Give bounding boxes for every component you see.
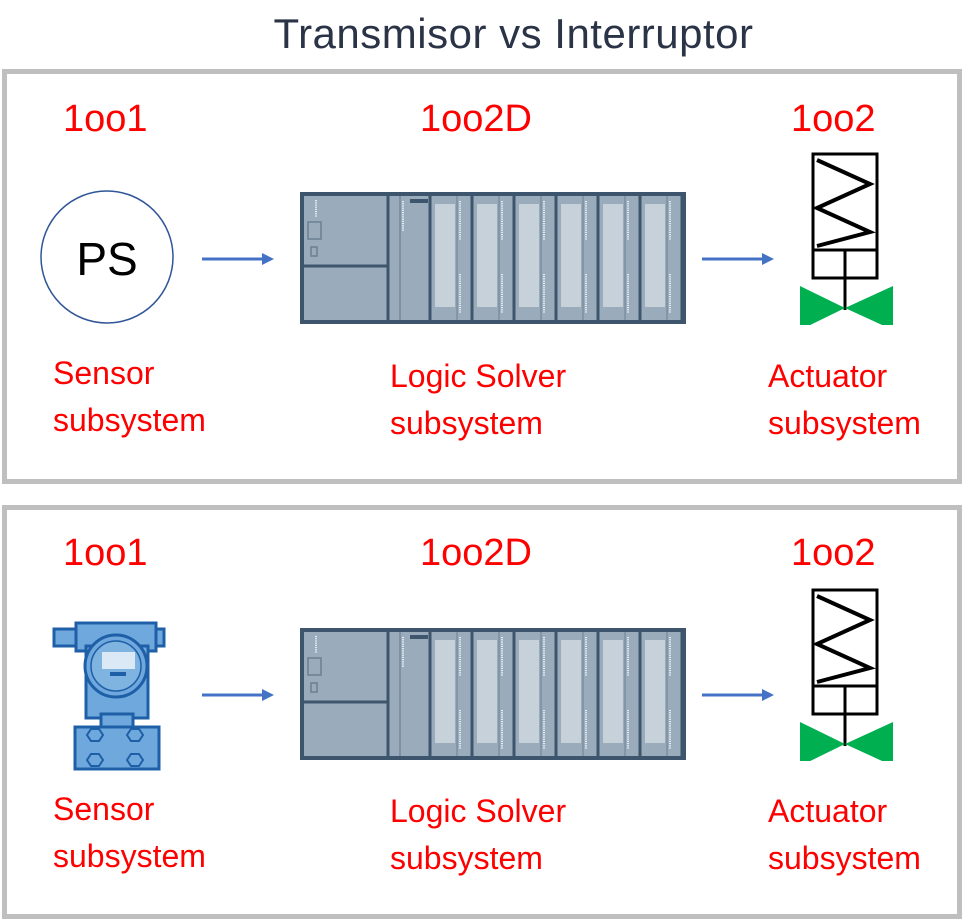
logic-label: Logic Solver subsystem (390, 793, 567, 876)
plc-rack-icon (300, 628, 686, 760)
diagram-title: Transmisor vs Interruptor (273, 10, 754, 57)
logic-label: Logic Solver subsystem (390, 358, 567, 441)
plc-rack-icon (300, 192, 686, 324)
spring-valve-icon (800, 588, 893, 761)
logic-vote: 1oo2D (420, 532, 532, 574)
arrow-icon (202, 689, 274, 701)
pressure-transmitter-icon (52, 621, 166, 771)
arrow-icon (702, 689, 774, 701)
panel-pressure-switch: 1oo1 1oo2D 1oo2 PS Sensor subsystem Logi… (2, 69, 962, 484)
arrow-icon (702, 253, 774, 265)
panel-pressure-transmitter: 1oo1 1oo2D 1oo2 Sensor (2, 505, 962, 919)
sensor-vote: 1oo1 (63, 532, 148, 574)
actuator-vote: 1oo2 (791, 98, 876, 140)
actuator-label: Actuator subsystem (768, 358, 921, 441)
actuator-label: Actuator subsystem (768, 793, 921, 876)
svg-text:PS: PS (76, 233, 137, 285)
actuator-vote: 1oo2 (791, 532, 876, 574)
arrow-icon (202, 253, 274, 265)
logic-vote: 1oo2D (420, 98, 532, 140)
spring-valve-icon (800, 152, 893, 325)
sensor-vote: 1oo1 (63, 98, 148, 140)
pressure-switch-icon: PS (40, 190, 174, 324)
sensor-label: Sensor subsystem (53, 355, 206, 438)
sensor-label: Sensor subsystem (53, 791, 206, 874)
